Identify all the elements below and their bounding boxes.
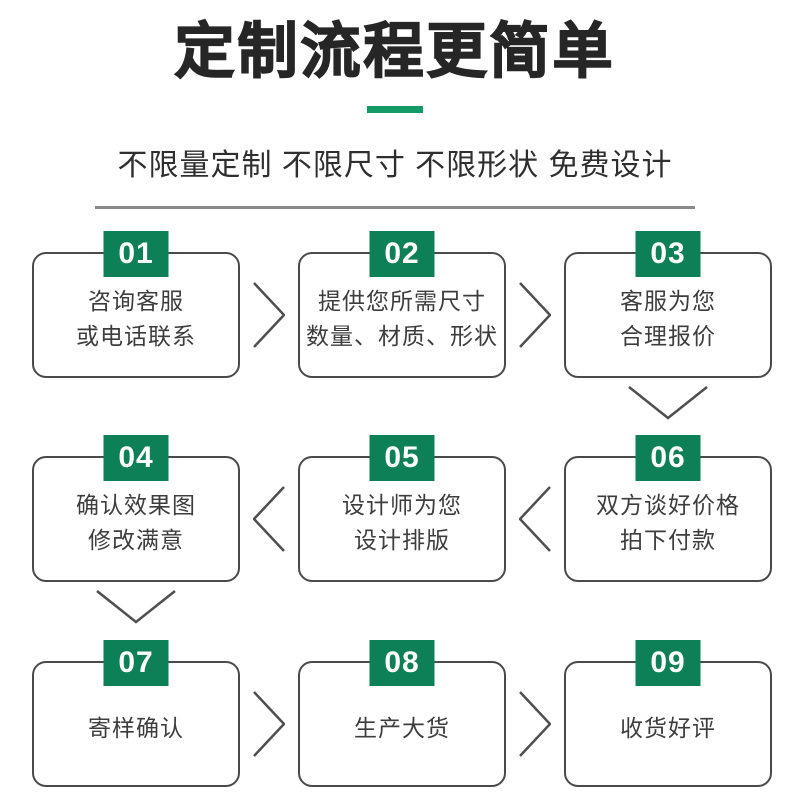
arrow-cell [240, 229, 298, 378]
flow-row-1: 01 咨询客服 或电话联系 02 提供您所需尺寸 数量、材质、形状 [32, 229, 772, 378]
chevron-right-icon [253, 691, 285, 757]
step-number-badge: 03 [635, 231, 701, 277]
step-line: 寄样确认 [88, 714, 184, 741]
step-box-02: 02 提供您所需尺寸 数量、材质、形状 [298, 231, 506, 378]
step-box-08: 08 生产大货 [298, 640, 506, 787]
flow-row-2: 04 确认效果图 修改满意 05 设计师为您 设计排版 06 [32, 433, 772, 582]
step-box-09: 09 收货好评 [564, 640, 772, 787]
title-underline-accent [367, 106, 423, 113]
step-line: 确认效果图 [76, 492, 196, 518]
step-line: 拍下付款 [620, 527, 716, 553]
flow-gap-2 [32, 582, 772, 638]
chevron-right-icon [253, 282, 285, 348]
arrow-cell [506, 433, 564, 582]
step-line: 双方谈好价格 [596, 492, 740, 518]
step-number-badge: 05 [369, 435, 435, 481]
step-line: 或电话联系 [76, 323, 196, 349]
step-line: 数量、材质、形状 [306, 323, 498, 349]
chevron-left-icon [253, 486, 285, 552]
step-number-badge: 02 [369, 231, 435, 277]
step-line: 设计师为您 [342, 492, 462, 518]
step-number-badge: 08 [369, 640, 435, 686]
step-number-badge: 04 [103, 435, 169, 481]
step-box-03: 03 客服为您 合理报价 [564, 231, 772, 378]
step-line: 提供您所需尺寸 [318, 288, 486, 314]
step-box-01: 01 咨询客服 或电话联系 [32, 231, 240, 378]
page-title: 定制流程更简单 [174, 17, 616, 86]
step-box-04: 04 确认效果图 修改满意 [32, 435, 240, 582]
step-text: 双方谈好价格 拍下付款 [596, 488, 740, 558]
step-text: 寄样确认 [88, 711, 184, 746]
step-line: 收货好评 [620, 714, 716, 741]
subtitle: 不限量定制 不限尺寸 不限形状 免费设计 [117, 149, 673, 182]
step-box-07: 07 寄样确认 [32, 640, 240, 787]
step-line: 修改满意 [88, 527, 184, 553]
chevron-down-icon [96, 590, 176, 624]
step-number-badge: 01 [103, 231, 169, 277]
step-text: 生产大货 [354, 711, 450, 746]
step-line: 合理报价 [620, 323, 716, 349]
step-number-badge: 06 [635, 435, 701, 481]
step-line: 咨询客服 [88, 288, 184, 314]
step-text: 收货好评 [620, 711, 716, 746]
step-number-badge: 07 [103, 640, 169, 686]
step-text: 设计师为您 设计排版 [342, 488, 462, 558]
divider-line [95, 206, 695, 209]
step-box-05: 05 设计师为您 设计排版 [298, 435, 506, 582]
arrow-cell [240, 638, 298, 787]
chevron-down-icon [628, 386, 708, 420]
arrow-cell [506, 638, 564, 787]
step-box-06: 06 双方谈好价格 拍下付款 [564, 435, 772, 582]
step-number-badge: 09 [635, 640, 701, 686]
arrow-cell [240, 433, 298, 582]
arrow-cell [506, 229, 564, 378]
step-line: 客服为您 [620, 288, 716, 314]
chevron-right-icon [519, 691, 551, 757]
step-text: 确认效果图 修改满意 [76, 488, 196, 558]
chevron-left-icon [519, 486, 551, 552]
step-line: 生产大货 [354, 714, 450, 741]
step-text: 客服为您 合理报价 [620, 284, 716, 354]
step-text: 提供您所需尺寸 数量、材质、形状 [306, 284, 498, 354]
step-line: 设计排版 [354, 527, 450, 553]
flow-row-3: 07 寄样确认 08 生产大货 09 收货好评 [32, 638, 772, 787]
process-flow: 01 咨询客服 或电话联系 02 提供您所需尺寸 数量、材质、形状 [32, 229, 772, 787]
flow-gap-1 [32, 378, 772, 433]
step-text: 咨询客服 或电话联系 [76, 284, 196, 354]
chevron-right-icon [519, 282, 551, 348]
